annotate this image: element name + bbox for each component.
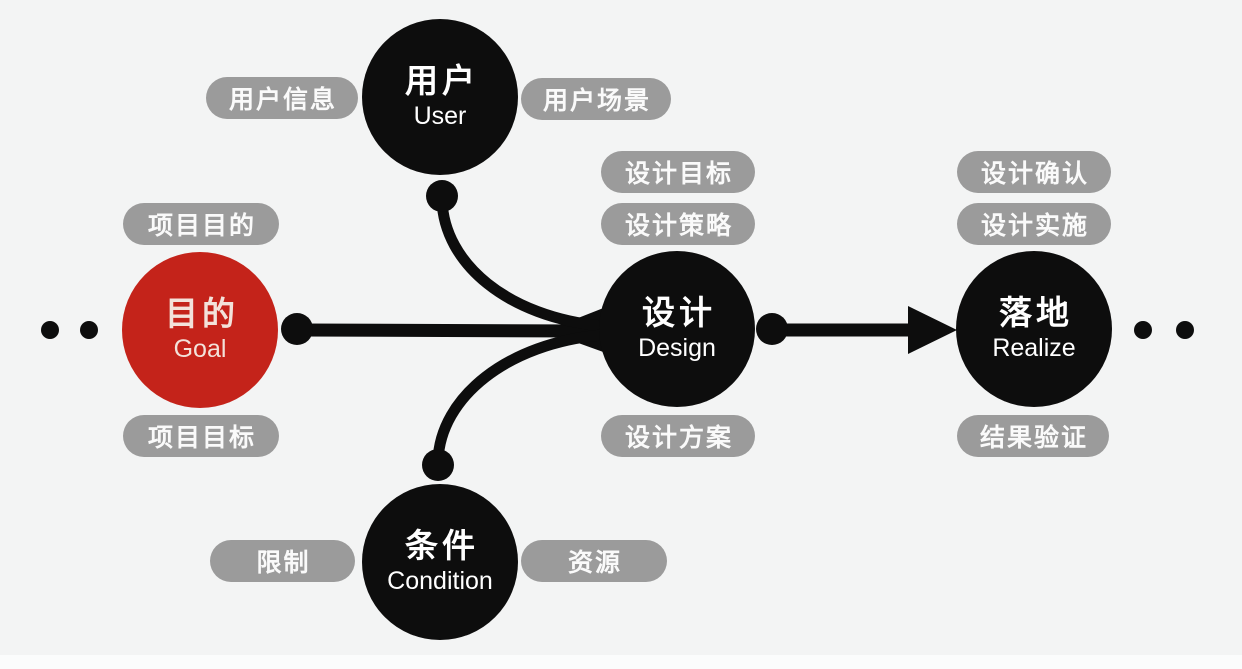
pill-condition-left: 限制 [210, 540, 355, 582]
arrowhead-icon [908, 306, 957, 354]
pill-realize-top-2: 设计实施 [957, 203, 1111, 245]
pill-user-left: 用户信息 [206, 77, 358, 119]
knob-goal-right [281, 313, 313, 345]
node-user: 用户 User [362, 19, 518, 175]
node-condition-label-en: Condition [387, 567, 493, 596]
node-goal-label-en: Goal [173, 335, 227, 364]
node-realize: 落地 Realize [956, 251, 1112, 407]
pill-design-bottom: 设计方案 [601, 415, 755, 457]
edge-goal-design [299, 323, 586, 338]
node-condition: 条件 Condition [362, 484, 518, 640]
pill-goal-bottom: 项目目标 [123, 415, 279, 457]
bottom-edge-strip [0, 655, 1242, 669]
edge-user-design [436, 199, 603, 332]
node-design-label-zh: 设计 [642, 293, 716, 331]
ellipsis-dot-left-2 [80, 321, 98, 339]
ellipsis-dot-right-2 [1176, 321, 1194, 339]
knob-condition-top [422, 449, 454, 481]
knob-design-right [756, 313, 788, 345]
edge-condition-design [432, 329, 603, 462]
node-realize-label-zh: 落地 [999, 293, 1073, 331]
pill-design-top-1: 设计目标 [601, 151, 755, 193]
node-condition-label-zh: 条件 [405, 526, 479, 564]
node-design-label-en: Design [638, 334, 716, 363]
pill-condition-right: 资源 [521, 540, 667, 582]
node-user-label-zh: 用户 [405, 61, 479, 99]
pill-goal-top: 项目目的 [123, 203, 279, 245]
pill-user-right: 用户场景 [521, 78, 671, 120]
knob-user-bottom [426, 180, 458, 212]
node-realize-label-en: Realize [992, 334, 1076, 363]
ellipsis-dot-left-1 [41, 321, 59, 339]
pill-design-top-2: 设计策略 [601, 203, 755, 245]
node-goal: 目的 Goal [122, 252, 278, 408]
ellipsis-dot-right-1 [1134, 321, 1152, 339]
node-design: 设计 Design [599, 251, 755, 407]
pill-realize-top-1: 设计确认 [957, 151, 1111, 193]
node-goal-label-zh: 目的 [165, 294, 239, 332]
node-user-label-en: User [413, 102, 467, 131]
pill-realize-bottom: 结果验证 [957, 415, 1109, 457]
